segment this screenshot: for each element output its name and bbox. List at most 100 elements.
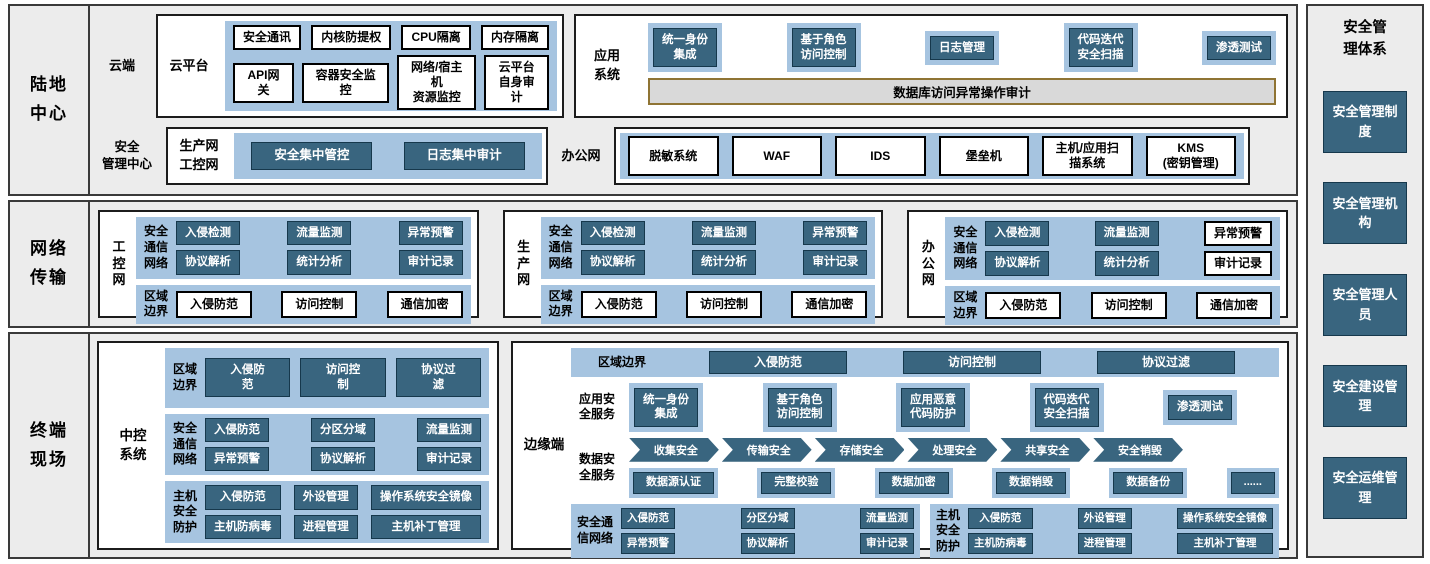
office-boundary-panel: 区域 边界 入侵防范访问控制通信加密: [945, 286, 1281, 326]
boundary-label: 区域 边界: [173, 362, 198, 392]
security-mgmt-system-sidebar: 安全管 理体系 安全管理制度安全管理机构安全管理人员安全建设管理安全运维管理: [1306, 4, 1424, 558]
capability-chip: 堡垒机: [938, 136, 1029, 176]
comm-network-label: 安全通 信网络: [577, 515, 614, 545]
office-net-label: 办 公 网: [921, 238, 935, 288]
office-column: 安全 通信 网络 入侵检测流量监测异常预警协议解析统计分析审计记录 区域 边界 …: [945, 217, 1281, 326]
capability-chip: CPU隔离: [401, 25, 471, 50]
capability-chip: 统计分析: [692, 250, 757, 275]
capability-chip: 主机补丁管理: [370, 514, 481, 539]
capability-chip: 流量监测: [1094, 221, 1159, 246]
capability-chip: 协议解析: [176, 250, 241, 275]
edge-column: 区域边界 入侵防范访问控制协议过滤 应用安 全服务 统一身份 集成基于角色 访问…: [571, 348, 1279, 559]
capability-chip: 渗透测试: [1168, 395, 1232, 420]
sidebar-item: 安全建设管理: [1323, 365, 1407, 428]
capability-chip: 入侵防范: [176, 290, 253, 318]
capability-chip: 操作系统安全镜像: [370, 485, 481, 510]
capability-chip: 统计分析: [1094, 251, 1159, 276]
capability-chip: 入侵防范: [205, 485, 281, 510]
capability-chip: 内存隔离: [480, 25, 549, 50]
capability-chip: 流量监测: [287, 221, 352, 246]
central-control-label: 中控 系统: [119, 428, 147, 462]
capability-chip: 数据加密: [878, 471, 949, 494]
app-security-label: 应用安 全服务: [578, 391, 615, 422]
capability-chip: 入侵防范: [708, 351, 847, 374]
capability-chip: 分区分域: [740, 507, 795, 529]
capability-chip: 分区分域: [311, 417, 375, 442]
production-net-label: 生 产 网: [517, 238, 531, 288]
boundary-label: 区域 边界: [144, 288, 169, 319]
capability-chip: 审计记录: [859, 532, 914, 555]
comm-chips: 入侵检测流量监测异常预警协议解析统计分析审计记录: [985, 221, 1272, 276]
capability-chip: 统计分析: [287, 250, 352, 275]
capability-chip: 代码迭代 安全扫描: [1034, 388, 1099, 427]
capability-chip: 外设管理: [1077, 507, 1132, 529]
capability-chip: 协议解析: [580, 250, 645, 275]
icn-label: 工 控 网: [112, 238, 126, 288]
office-comm-panel: 安全 通信 网络 入侵检测流量监测异常预警协议解析统计分析审计记录: [945, 217, 1281, 280]
prod-icn-chips: 安全集中管控 日志集中审计: [234, 133, 542, 179]
capability-chip: 访问控制: [902, 351, 1041, 374]
capability-chip: 容器安全监控: [302, 62, 390, 103]
capability-chip: 访问控制: [1090, 292, 1167, 320]
boundary-chips: 入侵防范访问控制通信加密: [985, 292, 1272, 320]
capability-chip: 流量监测: [416, 417, 481, 442]
production-boundary-panel: 区域 边界 入侵防范访问控制通信加密: [540, 284, 876, 324]
capability-chip: 外设管理: [293, 485, 358, 510]
edge-data-security-row: 数据安 全服务 收集安全传输安全存储安全处理安全共享安全安全销毁 数据源认证完整…: [571, 438, 1279, 498]
capability-chip: 审计记录: [1203, 251, 1272, 276]
capability-chip: 主机补丁管理: [1176, 532, 1273, 555]
capability-chip: 访问控制: [300, 358, 386, 398]
central-control-panel: 中控 系统 区域 边界 入侵防范访问控制协议过滤 安全 通信 网络 入侵防范 分区…: [97, 341, 499, 550]
capability-chip: 入侵检测: [580, 221, 645, 246]
app-system-box: 应用 系统 统一身份 集成基于角色 访问控制日志管理代码迭代 安全扫描渗透测试 …: [574, 14, 1288, 118]
edge-panel: 边缘端 区域边界 入侵防范访问控制协议过滤 应用安 全服务 统一身份 集成基于角…: [511, 341, 1289, 559]
sidebar-item: 安全管理机构: [1323, 182, 1407, 245]
capability-chip: 日志集中审计: [403, 142, 525, 170]
capability-chip: 异常预警: [621, 532, 676, 555]
central-boundary-panel: 区域 边界 入侵防范访问控制协议过滤: [165, 348, 489, 408]
capability-chip: 代码迭代 安全扫描: [1068, 28, 1133, 68]
section-network-transmission: 网络 传输 工 控 网 安全 通信 网络 入侵检测流量监测异常预警协议解析统计分…: [8, 200, 1298, 328]
capability-chip: 异常预警: [398, 221, 463, 246]
comm-network-label: 安全 通信 网络: [173, 420, 198, 467]
prod-icn-box: 生产网 工控网 安全集中管控日志集中审计: [166, 127, 548, 185]
capability-chip: 访问控制: [686, 290, 763, 318]
capability-chip: 异常预警: [803, 221, 868, 246]
capability-chip: 主机/应用扫描系统: [1042, 136, 1133, 176]
app-system-content: 统一身份 集成基于角色 访问控制日志管理代码迭代 安全扫描渗透测试 数据库访问异…: [638, 16, 1286, 116]
capability-chip: 基于角色 访问控制: [791, 28, 856, 68]
capability-chip: 入侵防范: [968, 507, 1033, 529]
sidebar-items: 安全管理制度安全管理机构安全管理人员安全建设管理安全运维管理: [1314, 62, 1416, 549]
sidebar-item: 安全管理人员: [1323, 273, 1407, 336]
capability-chip: 统一身份 集成: [634, 388, 698, 427]
comm-chips: 入侵检测流量监测异常预警协议解析统计分析审计记录: [176, 221, 463, 275]
network-panel-office: 办 公 网 安全 通信 网络 入侵检测流量监测异常预警协议解析统计分析审计记录 …: [907, 210, 1289, 326]
boundary-chips: 入侵防范访问控制协议过滤: [673, 351, 1271, 374]
db-audit-bar: 数据库访问异常操作审计: [648, 77, 1276, 105]
comm-network-label: 安全 通信 网络: [548, 224, 573, 270]
network-content: 工 控 网 安全 通信 网络 入侵检测流量监测异常预警协议解析统计分析审计记录 …: [90, 202, 1296, 326]
data-flow-arrow: 共享安全: [1000, 438, 1090, 462]
icn-comm-panel: 安全 通信 网络 入侵检测流量监测异常预警协议解析统计分析审计记录: [136, 217, 471, 279]
capability-chip: 入侵防范: [205, 417, 270, 442]
capability-chip: 进程管理: [1077, 532, 1132, 555]
network-panel-production: 生 产 网 安全 通信 网络 入侵检测流量监测异常预警协议解析统计分析审计记录 …: [502, 210, 884, 324]
capability-chip: 统一身份 集成: [653, 28, 717, 68]
capability-chip: 应用恶意 代码防护: [901, 388, 965, 427]
capability-chip: 安全集中管控: [251, 142, 373, 170]
sidebar-title: 安全管 理体系: [1343, 20, 1387, 58]
sidebar-item: 安全运维管理: [1323, 456, 1407, 519]
capability-chip: 内核防提权: [311, 25, 392, 50]
app-system-label: 应用 系统: [593, 48, 620, 82]
capability-chip: 渗透测试: [1207, 35, 1271, 60]
capability-chip: 主机防病毒: [205, 514, 281, 539]
capability-chip: 异常预警: [205, 446, 270, 472]
data-flow-arrow: 存储安全: [815, 438, 905, 462]
icn-boundary-panel: 区域 边界 入侵防范访问控制通信加密: [136, 284, 471, 324]
capability-chip: 完整校验: [761, 471, 832, 494]
host-chips: 入侵防范外设管理操作系统安全镜像主机防病毒进程管理主机补丁管理: [968, 507, 1273, 555]
